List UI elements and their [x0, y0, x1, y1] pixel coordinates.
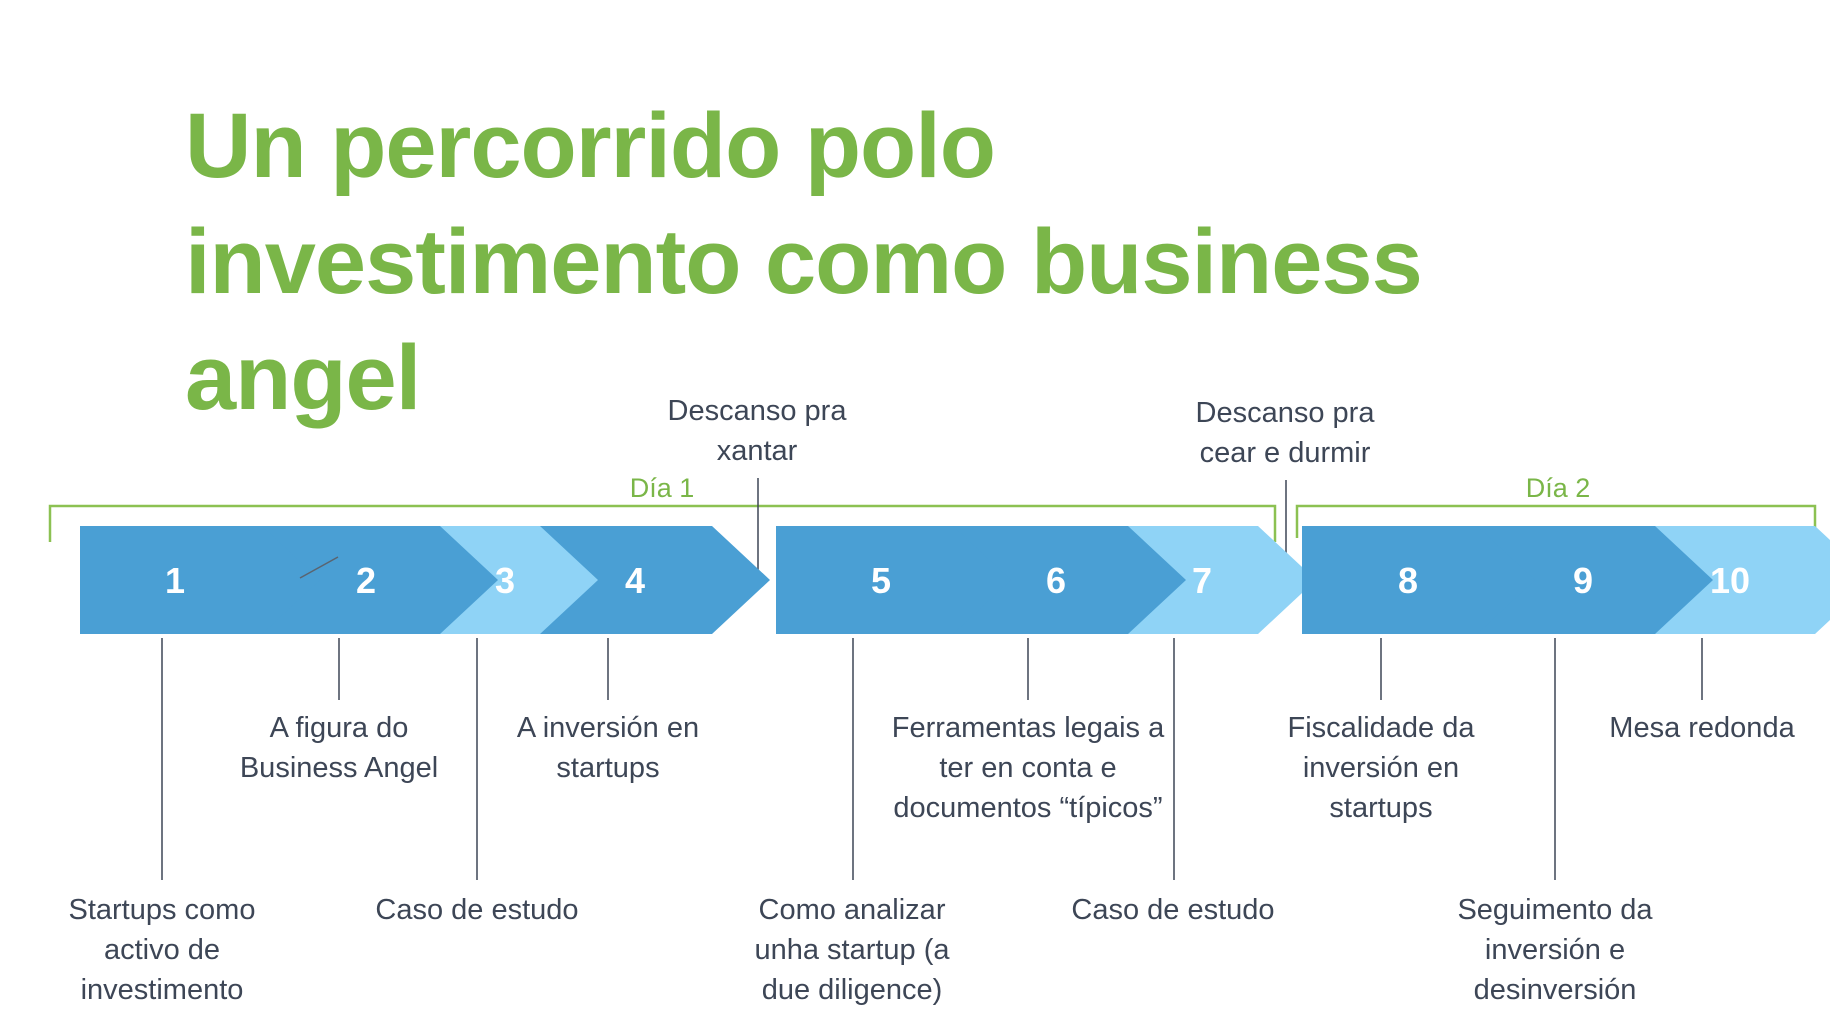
step-2-label-line: Business Angel	[240, 752, 438, 784]
step-3-number: 3	[495, 560, 515, 601]
title-line-1: Un percorrido polo	[185, 95, 996, 197]
step-6-chevron	[953, 526, 1223, 634]
break-2-label-line: cear e durmir	[1200, 437, 1371, 469]
step-8-label-line: Fiscalidade da	[1288, 712, 1476, 744]
step-10-label-line: Mesa redonda	[1609, 712, 1795, 744]
step-1-label-line: Startups como	[69, 894, 256, 926]
step-9-number: 9	[1573, 560, 1593, 601]
step-7-chevron	[1128, 526, 1316, 634]
break-1-label-line: Descanso pra	[668, 395, 848, 427]
step-5-label-line: due diligence)	[762, 974, 943, 1006]
step-8-label-line: startups	[1329, 792, 1432, 824]
step-4-label-line: startups	[556, 752, 659, 784]
step-6-label-line: ter en conta e	[939, 752, 1116, 784]
break-1-label-line: xantar	[717, 435, 798, 467]
step-4-label-line: A inversión en	[517, 712, 699, 744]
step-1-number: 1	[165, 560, 185, 601]
step-10-chevron	[1655, 526, 1830, 634]
step-4-chevron	[540, 526, 770, 634]
step-5-chevron	[776, 526, 1042, 634]
step-2-chevron	[262, 526, 535, 634]
step-7-number: 7	[1192, 560, 1212, 601]
step-5-label-line: Como analizar	[759, 894, 946, 926]
step-9-label-line: inversión e	[1485, 934, 1625, 966]
day-label-1: Día 1	[630, 473, 695, 503]
step-5-label-line: unha startup (a	[754, 934, 950, 966]
day-bracket-1	[48, 504, 1277, 542]
step-9-label-line: desinversión	[1474, 974, 1637, 1006]
step-2-number: 2	[356, 560, 376, 601]
step-1-label-line: activo de	[104, 934, 220, 966]
title-line-2: investimento como business	[185, 211, 1423, 313]
title-line-3: angel	[185, 327, 421, 429]
break-2-label-line: Descanso pra	[1196, 397, 1376, 429]
step-1-chevron	[80, 526, 353, 634]
decorative-stroke	[299, 556, 339, 579]
step-8-label-line: inversión en	[1303, 752, 1459, 784]
step-3-label-line: Caso de estudo	[375, 894, 578, 926]
step-2-label-line: A figura do	[270, 712, 409, 744]
step-8-number: 8	[1398, 560, 1418, 601]
step-6-label-line: documentos “típicos”	[893, 792, 1162, 824]
step-9-label-line: Seguimento da	[1457, 894, 1653, 926]
step-10-number: 10	[1710, 560, 1750, 601]
day-bracket-2	[1295, 504, 1817, 538]
step-5-number: 5	[871, 560, 891, 601]
step-6-number: 6	[1046, 560, 1066, 601]
step-6-label-line: Ferramentas legais a	[892, 712, 1165, 744]
step-4-number: 4	[625, 560, 645, 601]
page-title: Un percorrido polo investimento como bus…	[185, 88, 1585, 436]
step-9-chevron	[1477, 526, 1750, 634]
step-7-label-line: Caso de estudo	[1071, 894, 1274, 926]
step-1-label-line: investimento	[81, 974, 244, 1006]
day-label-2: Día 2	[1526, 473, 1591, 503]
